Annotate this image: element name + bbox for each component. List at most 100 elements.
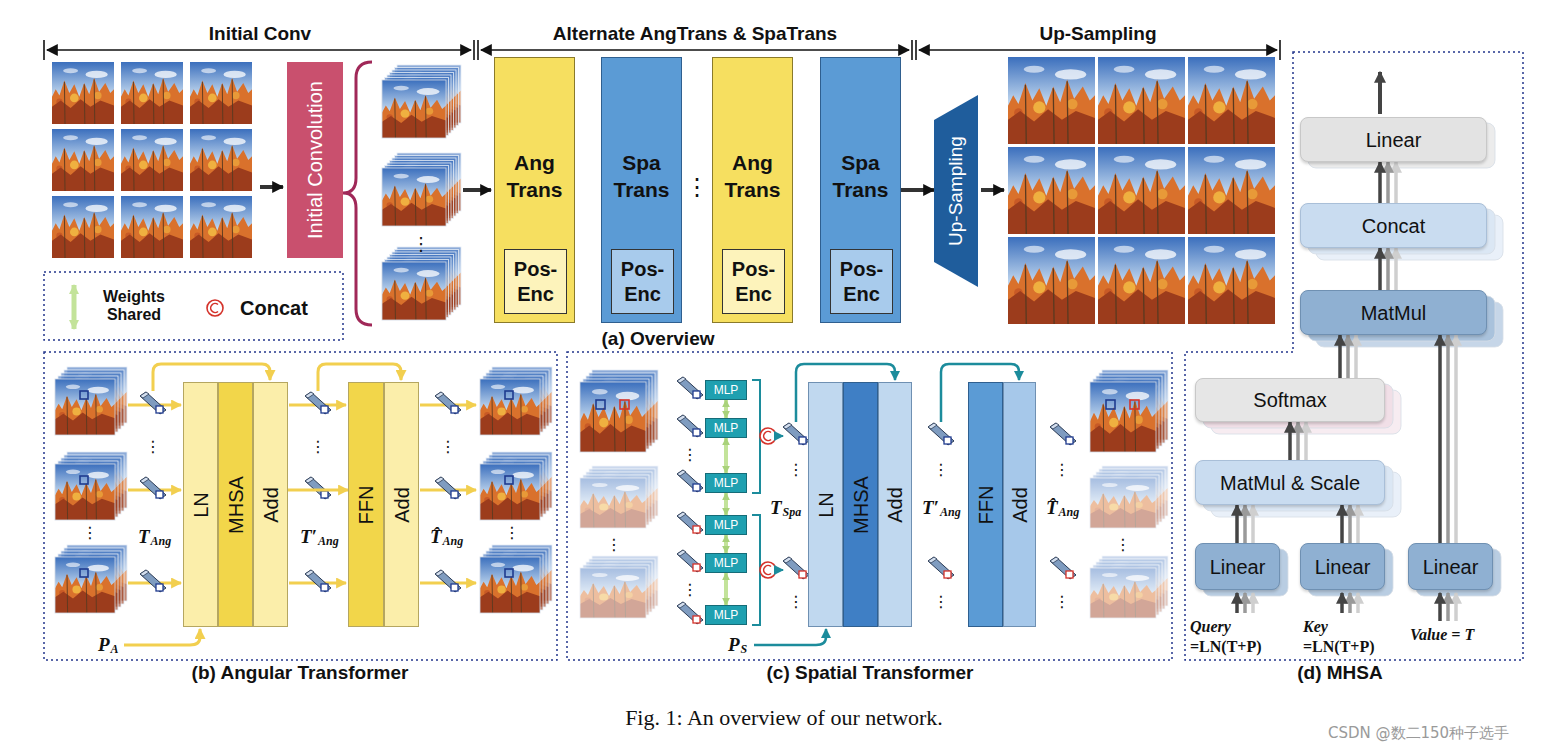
arrow [463, 188, 491, 192]
light-field-view [382, 262, 446, 320]
view-stack [55, 545, 127, 613]
add-box: Add [253, 382, 288, 627]
node-label: Add [390, 487, 414, 523]
panel-caption: (a) Overview [602, 328, 715, 350]
connector [288, 489, 348, 492]
view-stack [580, 370, 658, 452]
node-label: Ang Trans [713, 149, 792, 204]
matmul-box: MatMul [1300, 290, 1487, 335]
math-symbol: T̂ [430, 526, 442, 548]
image-frame [55, 379, 115, 435]
token [140, 392, 166, 414]
light-field-view [55, 557, 115, 613]
token-end [677, 470, 686, 476]
arrow [1348, 593, 1352, 613]
brace [343, 62, 372, 325]
light-field-view [121, 129, 183, 191]
image-frame [480, 557, 540, 613]
view-stack [580, 466, 658, 528]
token-body [140, 570, 166, 592]
light-field-view [1098, 237, 1185, 324]
math-symbol: P [98, 634, 110, 656]
token-end [435, 570, 444, 576]
math-symbol: T [770, 497, 782, 519]
view-stack [55, 452, 127, 520]
subscript: Ang [1059, 506, 1080, 520]
node-label: MLP [714, 421, 739, 435]
arrow [1251, 593, 1255, 613]
panel-border [567, 352, 1172, 660]
ellipsis: ⋮ [440, 438, 456, 456]
attention-box: MHSA [218, 382, 253, 627]
token-patch [693, 616, 700, 623]
image-frame [382, 80, 446, 138]
ellipsis: ⋮ [788, 461, 804, 479]
node-label: Pos-Enc [831, 257, 892, 307]
light-field-view [190, 196, 252, 258]
token-patch [156, 406, 163, 413]
legend-text: Weights Shared [92, 288, 176, 325]
ffn-box: FFN [968, 382, 1003, 627]
light-field-view [52, 62, 114, 124]
token-end [677, 415, 686, 421]
angular-transformer-box: Ang TransPos-Enc [494, 57, 575, 323]
linear-box: Linear [1300, 543, 1385, 590]
image-frame [580, 478, 646, 528]
connector-copy [1296, 422, 1300, 460]
light-field-view [55, 379, 115, 435]
light-field-view [121, 62, 183, 124]
mlp-box: MLP [705, 515, 747, 535]
token-end [435, 477, 444, 483]
token [783, 423, 809, 445]
node-label: Add [1008, 487, 1032, 523]
node-label: Spa Trans [602, 149, 681, 204]
light-field-view [190, 129, 252, 191]
arrow [981, 188, 1004, 192]
ellipsis: ⋮ [504, 524, 520, 542]
connector-copy [1304, 422, 1308, 460]
ellipsis: ⋮ [933, 593, 949, 611]
token-patch [693, 391, 700, 398]
panel-caption: (d) MHSA [1297, 662, 1382, 684]
token [140, 477, 166, 499]
connector [724, 400, 728, 418]
arrow [260, 185, 283, 189]
attention-box: MHSA [843, 382, 878, 627]
token-end [1050, 423, 1059, 429]
ellipsis: ⋮ [682, 446, 698, 464]
token-body [928, 557, 954, 579]
panel-caption: (c) Spatial Transformer [767, 662, 974, 684]
node-label: Linear [1315, 555, 1371, 579]
math-symbol: T̂ [1046, 497, 1058, 519]
token-patch [321, 406, 328, 413]
token-patch [451, 491, 458, 498]
image-frame [480, 379, 540, 435]
token-patch [451, 406, 458, 413]
token-body [435, 477, 461, 499]
connector-copy [1394, 162, 1398, 203]
connector-copy [1354, 335, 1358, 378]
token-patch [1066, 571, 1073, 578]
token-end [677, 377, 686, 383]
spatial-transformer-box: Spa TransPos-Enc [820, 57, 901, 323]
node-label: Add [883, 487, 907, 523]
node-label: Up-Sampling [945, 136, 968, 246]
conv-box: Initial Convolution [287, 62, 343, 258]
image-frame [55, 557, 115, 613]
position-encoding-arrow [754, 629, 826, 645]
connector-copy [1346, 335, 1350, 378]
concat-box: Concat [1300, 203, 1487, 248]
arrow [1446, 593, 1450, 621]
node-label: Softmax [1253, 388, 1326, 412]
token-end [305, 477, 314, 483]
light-field-view [52, 196, 114, 258]
token-patch [321, 491, 328, 498]
trapezoid-shape [934, 95, 978, 287]
light-field-view [190, 62, 252, 124]
token-end [140, 392, 149, 398]
concat-symbol [760, 428, 776, 444]
light-field-view [580, 568, 646, 618]
connector-copy [1386, 248, 1390, 290]
pos-enc-box: Pos-Enc [611, 249, 674, 314]
